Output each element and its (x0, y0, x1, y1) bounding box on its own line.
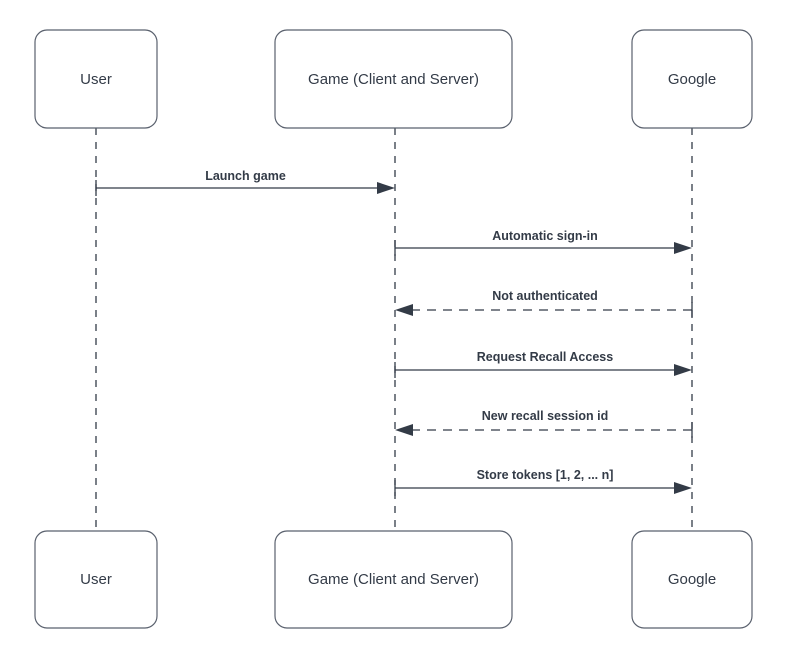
participant-label-google-top: Google (668, 71, 716, 88)
message-automatic-sign-in[interactable]: Automatic sign-in (394, 229, 692, 256)
arrow-head-left-not-authenticated (395, 304, 413, 316)
message-label-launch-game: Launch game (205, 169, 286, 183)
participant-box-game-top[interactable] (274, 29, 513, 129)
message-launch-game[interactable]: Launch game (95, 169, 395, 196)
participant-label-game-top: Game (Client and Server) (308, 71, 479, 88)
arrow-head-left-new-recall-session-id (395, 424, 413, 436)
message-label-new-recall-session-id: New recall session id (482, 409, 608, 423)
participant-label-game-bottom: Game (Client and Server) (308, 571, 479, 588)
message-store-tokens[interactable]: Store tokens [1, 2, ... n] (394, 468, 692, 496)
participant-label-google-bottom: Google (668, 571, 716, 588)
message-label-not-authenticated: Not authenticated (492, 289, 598, 303)
participant-footer-game[interactable]: Game (Client and Server) (274, 530, 513, 629)
arrow-head-right-store-tokens (674, 482, 692, 494)
participant-header-game[interactable]: Game (Client and Server) (274, 29, 513, 129)
participant-label-user-bottom: User (80, 571, 112, 588)
message-label-request-recall-access: Request Recall Access (477, 350, 613, 364)
participant-footer-google[interactable]: Google (631, 530, 753, 629)
arrow-head-right-request-recall-access (674, 364, 692, 376)
message-new-recall-session-id[interactable]: New recall session id (395, 409, 693, 438)
message-label-store-tokens: Store tokens [1, 2, ... n] (477, 468, 614, 482)
arrow-head-right-launch-game (377, 182, 395, 194)
message-not-authenticated[interactable]: Not authenticated (395, 289, 693, 318)
participant-box-user-bottom[interactable] (34, 530, 158, 629)
participant-box-user-top[interactable] (34, 29, 158, 129)
message-label-automatic-sign-in: Automatic sign-in (492, 229, 598, 243)
participant-header-google[interactable]: Google (631, 29, 753, 129)
message-request-recall-access[interactable]: Request Recall Access (394, 350, 692, 378)
participant-box-google-top[interactable] (631, 29, 753, 129)
participant-box-google-bottom[interactable] (631, 530, 753, 629)
participant-header-user[interactable]: User (34, 29, 158, 129)
arrow-head-right-automatic-sign-in (674, 242, 692, 254)
participant-footer-user[interactable]: User (34, 530, 158, 629)
participant-box-game-bottom[interactable] (274, 530, 513, 629)
participant-label-user-top: User (80, 71, 112, 88)
lifelines (95, 128, 693, 531)
